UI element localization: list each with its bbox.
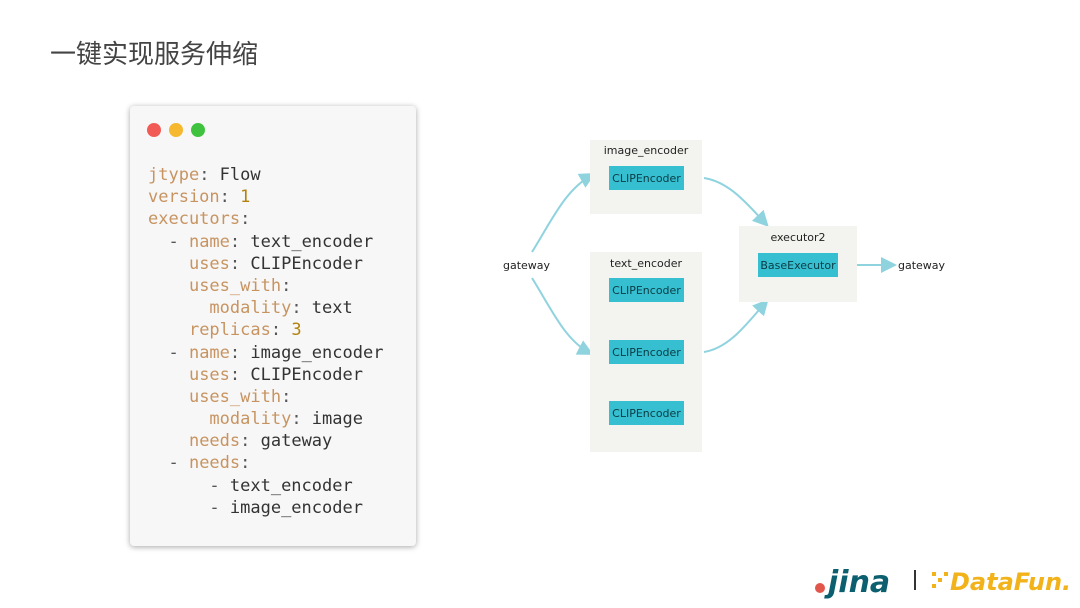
code-token: : (199, 165, 220, 185)
code-token: : (281, 275, 292, 296)
code-line: - name: image_encoder (148, 342, 383, 364)
node-text-encoder: text_encoder CLIPEncoder CLIPEncoder CLI… (590, 252, 702, 452)
code-token: : (240, 209, 251, 230)
code-token: image_encoder (250, 342, 384, 363)
code-token: modality (209, 409, 292, 430)
image-encoder-executor-box (609, 166, 684, 190)
gateway-out-label: gateway (898, 259, 946, 272)
datafun-logo: DataFun. (932, 568, 1071, 596)
code-token: version (148, 187, 220, 208)
code-token: uses (188, 364, 230, 385)
code-token: : (229, 364, 251, 385)
text-encoder-label: text_encoder (610, 257, 682, 270)
jina-logo: jina (815, 565, 890, 600)
code-line: uses_with: (148, 275, 383, 297)
page-title: 一键实现服务伸缩 (50, 40, 259, 70)
code-token: : (229, 231, 251, 252)
code-token: text_encoder (250, 231, 374, 252)
code-token: CLIPEncoder (250, 364, 363, 385)
code-token: uses_with (188, 275, 282, 296)
code-line: uses: CLIPEncoder (148, 253, 383, 275)
code-token: - (148, 497, 230, 518)
logo-separator (914, 570, 916, 590)
text-encoder-replica-label: CLIPEncoder (612, 284, 681, 297)
code-token: : (281, 386, 292, 407)
code-token: : (240, 453, 251, 474)
code-token: - (148, 231, 189, 252)
code-token: Flow (219, 165, 261, 185)
code-token: jtype (148, 165, 200, 185)
code-token: - (148, 342, 189, 363)
edge-image-executor2 (703, 177, 769, 227)
code-line: replicas: 3 (148, 319, 383, 341)
jina-logo-text: jina (824, 565, 890, 600)
code-token: CLIPEncoder (250, 253, 363, 274)
code-token: : (229, 342, 251, 363)
code-token: : (291, 409, 312, 430)
code-token: gateway (260, 431, 333, 452)
code-line: - name: text_encoder (148, 231, 383, 253)
edge-gateway-image (531, 173, 596, 253)
text-encoder-replica-label: CLIPEncoder (612, 407, 681, 420)
code-token: needs (188, 431, 241, 452)
code-token: : (291, 298, 312, 319)
executor2-label: executor2 (770, 231, 825, 244)
datafun-logo-text: DataFun. (950, 568, 1071, 596)
node-executor2: executor2 BaseExecutor (739, 226, 857, 302)
text-encoder-replica-label: CLIPEncoder (612, 346, 681, 359)
code-token: : (270, 320, 292, 341)
code-line: uses_with: (148, 386, 383, 408)
code-line: uses: CLIPEncoder (148, 364, 383, 386)
code-token: executors (148, 209, 241, 230)
edge-text-executor2 (703, 299, 769, 353)
code-token: text (311, 298, 353, 319)
code-token: name (188, 231, 230, 252)
code-line: executors: (148, 208, 383, 230)
code-line: - text_encoder (148, 475, 383, 497)
image-encoder-label: image_encoder (604, 144, 689, 157)
text-encoder-replica-box (609, 401, 684, 425)
text-encoder-replica-box (609, 278, 684, 302)
code-token: - (148, 453, 189, 474)
minimize-dot-icon (169, 123, 183, 137)
window-controls (147, 123, 205, 137)
code-token: image (311, 409, 363, 430)
code-token: - (148, 475, 230, 496)
close-dot-icon (147, 123, 161, 137)
jina-dot-icon (815, 583, 825, 593)
code-token: replicas (188, 320, 271, 341)
code-token: 3 (291, 320, 302, 341)
code-token: uses (188, 253, 230, 274)
code-token: uses_with (188, 386, 282, 407)
code-token: : (240, 431, 261, 452)
code-line: modality: image (148, 408, 383, 430)
code-line: needs: gateway (148, 430, 383, 452)
code-token: modality (209, 298, 292, 319)
text-encoder-replica-box (609, 340, 684, 364)
executor2-executor-label: BaseExecutor (760, 259, 836, 272)
code-line: version: 1 (148, 186, 383, 208)
code-line: - needs: (148, 452, 383, 474)
code-token: : (219, 187, 241, 208)
code-token: 1 (240, 187, 251, 208)
gateway-in-label: gateway (503, 259, 551, 272)
maximize-dot-icon (191, 123, 205, 137)
edge-gateway-text (531, 277, 594, 355)
code-token: image_encoder (229, 497, 363, 518)
code-token: : (229, 253, 251, 274)
code-line: - image_encoder (148, 497, 383, 519)
code-token: name (188, 342, 230, 363)
code-line: jtype: Flow (148, 164, 383, 186)
code-token: needs (188, 453, 241, 474)
code-token: text_encoder (229, 475, 353, 496)
executor2-executor-box (758, 253, 838, 277)
node-image-encoder: image_encoder CLIPEncoder (590, 140, 702, 214)
image-encoder-executor-label: CLIPEncoder (612, 172, 681, 185)
code-line: modality: text (148, 297, 383, 319)
